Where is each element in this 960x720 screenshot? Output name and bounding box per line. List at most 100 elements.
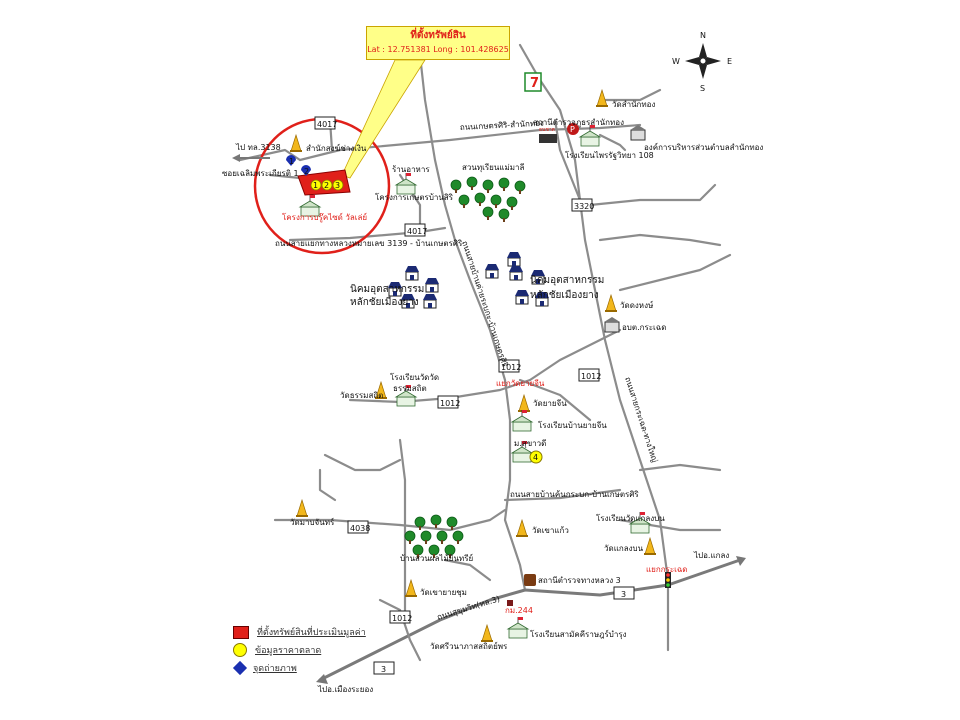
label-to-3138: ไป ทล.3138 <box>235 143 281 152</box>
red-square-icon <box>233 625 249 639</box>
label-road-vertical: ถนนสายบ้านค่ายระบกะ-บ้านเกษตรศิริ <box>460 240 510 369</box>
svg-text:E: E <box>727 57 732 66</box>
shield-1012-b: 1012 <box>578 368 601 382</box>
label-orchard: บ้านสวนผลไม้ยินทรีย์ <box>400 553 473 563</box>
school-icon <box>511 409 533 432</box>
seven-eleven-icon: 7 <box>524 72 542 92</box>
label-market: ม.สุขาวดี <box>514 439 546 448</box>
callout-pointer <box>341 59 426 179</box>
label-road-kachet: ถนนสายกระเฉด-ทางใหญ่ <box>623 376 659 464</box>
parking-icon: P <box>567 123 579 135</box>
government-icon <box>630 125 646 141</box>
shield-1012-c: 1012 <box>437 395 460 409</box>
label-samnak-song: สำนักสงฆ์ช่างเงิน <box>306 143 367 153</box>
shield-3-b: 3 <box>373 661 395 675</box>
shield-1012-a: 1012 <box>498 359 521 373</box>
temple-icon <box>480 624 494 643</box>
label-wat-khao-kaeo: วัดเขาแก้ว <box>532 526 569 535</box>
label-industrial-1a: นิคมอุตสาหกรรม <box>350 284 424 295</box>
label-school-phairat: โรงเรียนไพรรัฐวิทยา 108 <box>565 150 654 160</box>
temple-icon <box>289 134 303 153</box>
government-icon <box>604 317 620 333</box>
label-wat-sri: วัดศรีวนาภาสสถิตย์พร <box>430 641 508 651</box>
school-icon <box>507 616 529 639</box>
callout-title: ที่ตั้งทรัพย์สิน <box>410 30 466 41</box>
property-coordinates-callout: ที่ตั้งทรัพย์สิน Lat : 12.751381 Long : … <box>366 26 510 60</box>
label-to-rayong: ไปอ.เมืองระยอง <box>317 685 373 694</box>
label-school-yaichin: โรงเรียนบ้านยายจีน <box>538 420 607 430</box>
label-restaurant: ร้านอาหาร <box>392 165 430 174</box>
label-industrial-2a: นิคมอุตสาหกรรม <box>530 275 604 286</box>
label-school-thamma-b: ธรรมสถิต <box>393 384 427 393</box>
label-km-244: กม.244 <box>505 606 533 615</box>
market-dots-property: 1 2 3 <box>310 179 344 191</box>
label-road-kasetsiri: ถนนเกษตรศิริ-สำนักทอง <box>460 119 545 132</box>
label-road-sukhumvit: ถนนสุขุมวิท(ทล.3) <box>436 594 501 622</box>
temple-icon <box>604 294 618 313</box>
label-road-bottom: ถนนสายบ้านค้นกระบก-บ้านเกษตรศิริ <box>510 490 639 499</box>
svg-text:1: 1 <box>313 181 318 190</box>
label-wat-khao-yai: วัดเขายายชุม <box>420 588 467 597</box>
label-sao: องค์การบริหารส่วนตำบลสำนักทอง <box>644 142 763 152</box>
label-industrial-1b: หลักชัยเมืองยาง <box>350 296 419 308</box>
svg-text:1: 1 <box>289 157 294 166</box>
svg-text:1012: 1012 <box>392 614 412 623</box>
svg-text:N: N <box>700 31 706 40</box>
svg-text:ธนชาต: ธนชาต <box>539 127 555 133</box>
label-wat-maphachan: วัดมาบจันทร์ <box>290 517 335 527</box>
yellow-circle-icon <box>233 643 247 657</box>
label-police-highway: สถานีตำรวจทางหลวง 3 <box>538 576 621 585</box>
svg-text:1012: 1012 <box>501 363 521 372</box>
svg-text:W: W <box>672 57 680 66</box>
km-marker <box>507 600 513 606</box>
temple-icon <box>295 499 309 518</box>
label-to-klaeng: ไปอ.แกลง <box>693 551 729 560</box>
shield-4038: 4038 <box>347 520 370 534</box>
blue-pin-icon <box>232 660 248 676</box>
shield-4017-a: 4017 <box>314 116 337 130</box>
market-dot-4: 4 <box>529 450 543 464</box>
label-wat-samnak-thong: วัดสำนักทอง <box>612 100 655 109</box>
label-school-wat-tham: โรงเรียนสามัคคีราษฎร์บำรุง <box>530 629 627 639</box>
label-obt-kachet: อบต.กระเฉด <box>622 323 666 332</box>
shield-3-a: 3 <box>613 586 635 600</box>
label-project: โครงการบรู๊คไซด์ วัลเล่ย์ <box>282 212 367 223</box>
temple-icon <box>404 579 418 598</box>
svg-text:7: 7 <box>530 76 539 91</box>
traffic-light-icon <box>665 572 671 588</box>
shield-3320: 3320 <box>571 198 594 212</box>
legend-item-property: ที่ตั้งทรัพย์สินที่ประเมินมูลค่า <box>233 625 366 639</box>
label-industrial-2b: หลักชัยเมืองยาง <box>530 289 599 301</box>
temple-icon <box>595 89 609 108</box>
temple-icon <box>517 394 531 413</box>
label-kaset-project: โครงการเกษตรบ้านสิริ <box>375 192 454 202</box>
direction-arrows <box>232 154 746 684</box>
svg-text:3: 3 <box>335 181 340 190</box>
label-junction-3139: ถนนสายแยกทางหลวงหมายเลข 3139 - บ้านเกษตร… <box>275 239 463 248</box>
callout-coords: Lat : 12.751381 Long : 101.428625 <box>367 45 509 54</box>
highway-police-icon <box>524 574 536 586</box>
label-school-nong-ban: โรงเรียนวัดแกลงบน <box>596 513 665 523</box>
label-school-thamma-a: โรงเรียนวัดวัด <box>390 372 439 382</box>
label-police-samnak-thong: สถานีตำรวจภูธรสำนักทอง <box>533 118 624 128</box>
temple-icon <box>643 537 657 556</box>
temple-icon <box>515 519 529 538</box>
label-junction-yaichin: แยกวัดยายจีน <box>496 379 545 388</box>
svg-text:4017: 4017 <box>317 120 337 129</box>
svg-text:4038: 4038 <box>350 524 370 533</box>
highway-shields: 4017 4017 3320 1012 1012 1012 4038 1012 … <box>314 116 635 675</box>
bank-icon: ธนชาต <box>539 127 557 143</box>
svg-text:P: P <box>570 125 575 134</box>
label-junction-kachet: แยกกระเฉด <box>646 565 688 574</box>
label-wat-yaichin: วัดยายจีน <box>533 399 567 408</box>
svg-text:3: 3 <box>381 665 386 674</box>
svg-text:2: 2 <box>304 167 309 176</box>
svg-text:4017: 4017 <box>407 227 427 236</box>
photo-pins: 1 2 <box>286 155 311 176</box>
svg-text:4: 4 <box>533 453 538 462</box>
svg-text:S: S <box>700 84 705 93</box>
school-icon <box>395 172 417 195</box>
legend-item-market: ข้อมูลราคาตลาด <box>233 643 321 657</box>
shield-1012-d: 1012 <box>389 610 412 624</box>
